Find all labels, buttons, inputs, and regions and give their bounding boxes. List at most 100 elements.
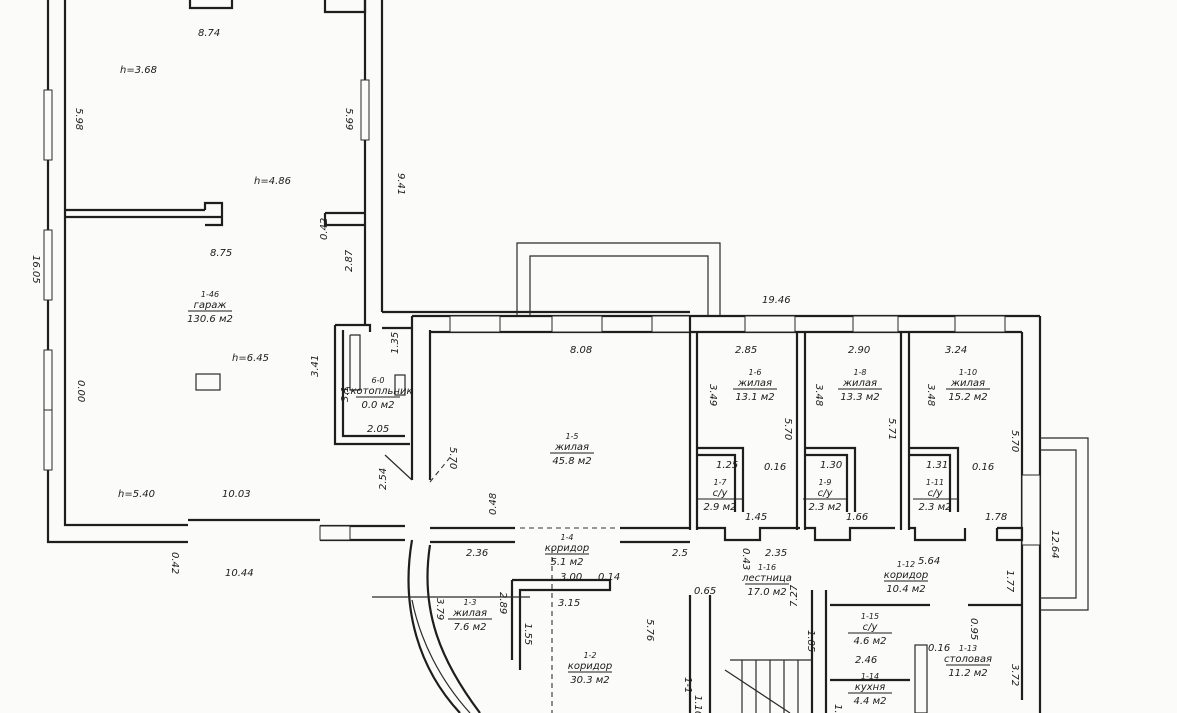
room-name: жилая (452, 608, 487, 619)
dimension-label: 3.24 (945, 345, 967, 356)
dimension-label: 16.05 (30, 255, 41, 284)
room-name: с/у (863, 622, 879, 633)
room-area: 13.1 м2 (735, 392, 774, 403)
room-area: 5.1 м2 (551, 557, 584, 568)
dimension-label: 1.79 (832, 704, 843, 713)
dimension-label: 12.64 (1049, 530, 1060, 559)
room-area: 4.6 м2 (854, 636, 887, 647)
room-name: коридор (545, 543, 589, 554)
dimension-label: 1.78 (985, 512, 1007, 523)
dimension-label: 2.85 (735, 345, 757, 356)
dimension-label: 3.49 (707, 384, 718, 406)
room-id: 1-11 (926, 478, 944, 487)
dimension-label: 1.10 (692, 695, 703, 713)
dimension-label: h=6.45 (232, 353, 269, 364)
dimension-label: 0.14 (598, 572, 620, 583)
room-area: 130.6 м2 (187, 314, 233, 325)
dimension-label: 2.5 (672, 548, 688, 559)
dimension-label: 9.41 (395, 173, 406, 195)
room-id: 6-0 (371, 376, 384, 385)
dimension-label: 3.15 (558, 598, 580, 609)
room-area: 2.3 м2 (809, 502, 842, 513)
room-area: 17.0 м2 (747, 587, 786, 598)
room-name: коридор (884, 570, 928, 581)
room-id: 1-2 (583, 651, 596, 660)
dimension-label: 5.99 (343, 108, 354, 130)
room-name: кухня (855, 682, 885, 693)
dimension-label: 0.16 (928, 643, 950, 654)
dimension-label: 5.64 (918, 556, 940, 567)
room-id: 1-46 (201, 290, 219, 299)
room-name: столовая (944, 654, 992, 665)
room-area: 11.2 м2 (948, 668, 987, 679)
room-area: 2.9 м2 (704, 502, 737, 513)
dimension-label: 1.31 (926, 460, 948, 471)
room-id: 1-6 (748, 368, 761, 377)
dimension-label: 5.98 (73, 108, 84, 130)
room-id: 1-16 (758, 563, 776, 572)
dimension-label: 3.48 (813, 384, 824, 406)
dimension-label: 1.25 (716, 460, 738, 471)
dimension-label: 0.48 (488, 493, 499, 515)
room-id: 1-7 (713, 478, 727, 487)
room-name: жилая (842, 378, 877, 389)
dimension-label: 3.00 (560, 572, 582, 583)
room-label: 1-15с/у4.6 м2 (848, 612, 892, 647)
dimension-label: 3.41 (310, 355, 321, 377)
dimension-label: 1.30 (820, 460, 842, 471)
dimension-label: h=5.40 (118, 489, 155, 500)
dimension-label: 8.08 (570, 345, 592, 356)
dimension-label: 1.66 (846, 512, 868, 523)
house-walls (372, 242, 1089, 713)
dimension-label: 3.79 (434, 598, 445, 620)
dimension-label: 5.71 (886, 418, 897, 440)
dimension-label: 0.95 (968, 618, 979, 640)
dimension-label: 5.70 (782, 418, 793, 440)
dimension-label: 1.35 (390, 332, 401, 354)
room-id: 1-13 (959, 644, 977, 653)
dimension-label: 0.16 (764, 462, 786, 473)
room-name: гараж (194, 300, 227, 311)
room-area: 2.3 м2 (919, 502, 952, 513)
dimension-label: 19.46 (762, 295, 791, 306)
room-area: 13.3 м2 (840, 392, 879, 403)
room-label: 1-7с/у 2.9 м2 (698, 478, 742, 513)
room-id: 1-12 (897, 560, 915, 569)
dimension-label: 8.75 (210, 248, 232, 259)
room-area: 15.2 м2 (948, 392, 987, 403)
dimension-label: 7.27 (789, 584, 800, 607)
dimension-label: 0.43 (740, 548, 751, 570)
dimension-label: 2.35 (765, 548, 787, 559)
room-area: 4.4 м2 (854, 696, 887, 707)
dimension-label: 2.05 (367, 424, 389, 435)
room-name: с/у (928, 488, 944, 499)
dimension-label: 2.54 (378, 468, 389, 490)
room-area: 30.3 м2 (570, 675, 609, 686)
room-name: жилая (737, 378, 772, 389)
room-id: 1-10 (959, 368, 977, 377)
dimension-label: 1.77 (1004, 570, 1015, 593)
garage-walls (43, 0, 405, 544)
dimension-label: 2.90 (848, 345, 870, 356)
room-name: с/у (713, 488, 729, 499)
dimension-label: h=4.86 (254, 176, 291, 187)
dimension-label: 0.16 (972, 462, 994, 473)
dimension-label: 1-1 (682, 677, 693, 693)
room-label: 1-9с/у2.3 м2 (803, 478, 847, 513)
room-label: 1-11с/у 2.3 м2 (913, 478, 957, 513)
dimension-label: 10.03 (222, 489, 251, 500)
room-name: коридор (568, 661, 612, 672)
